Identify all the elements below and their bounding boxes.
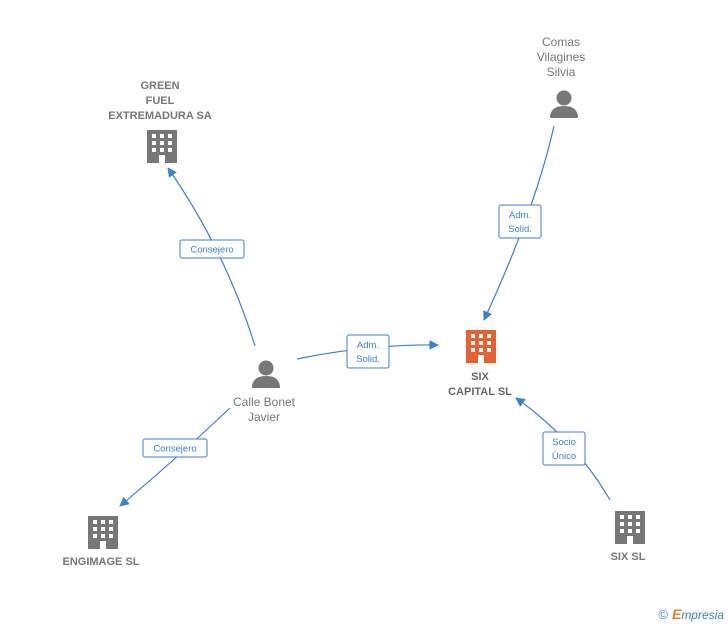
edge-label-adm-comas: Adm. Solid. [498,204,542,239]
building-icon[interactable] [466,330,496,363]
building-icon[interactable] [615,511,645,544]
building-icon[interactable] [88,516,118,549]
edge-label-adm-calle: Adm. Solid. [346,334,390,369]
svg-text:Consejero: Consejero [190,245,233,256]
svg-text:Único: Único [552,451,576,462]
svg-text:Adm.: Adm. [509,210,531,221]
building-icon[interactable] [147,130,177,163]
brand-initial: E [671,606,682,622]
svg-text:Adm.: Adm. [357,340,379,351]
person-icon[interactable] [550,90,578,119]
node-label-green-fuel[interactable]: GREEN FUEL EXTREMADURA SA [108,80,212,122]
svg-text:Solid.: Solid. [508,224,532,235]
node-label-calle-bonet[interactable]: Calle Bonet Javier [232,395,296,424]
edge-label-consejero-green: Consejero [179,239,245,259]
node-label-comas[interactable]: Comas Vilagines Silvia [536,35,586,79]
edge-calle-to-engimage [119,407,231,507]
person-icon[interactable] [252,360,280,389]
edge-label-consejero-engimage: Consejero [142,438,208,458]
node-label-six-sl[interactable]: SIX SL [610,551,646,563]
svg-text:Socio: Socio [552,437,576,448]
node-label-six-capital[interactable]: SIX CAPITAL SL [448,371,512,398]
svg-text:Solid.: Solid. [356,354,380,365]
svg-text:Consejero: Consejero [153,444,196,455]
brand-name: mpresia [681,608,724,622]
copyright-icon: © [658,607,668,622]
edge-label-socio-unico: Socio Único [542,431,586,466]
footer-brand[interactable]: ©Empresia [658,606,724,622]
node-label-engimage[interactable]: ENGIMAGE SL [62,556,140,568]
